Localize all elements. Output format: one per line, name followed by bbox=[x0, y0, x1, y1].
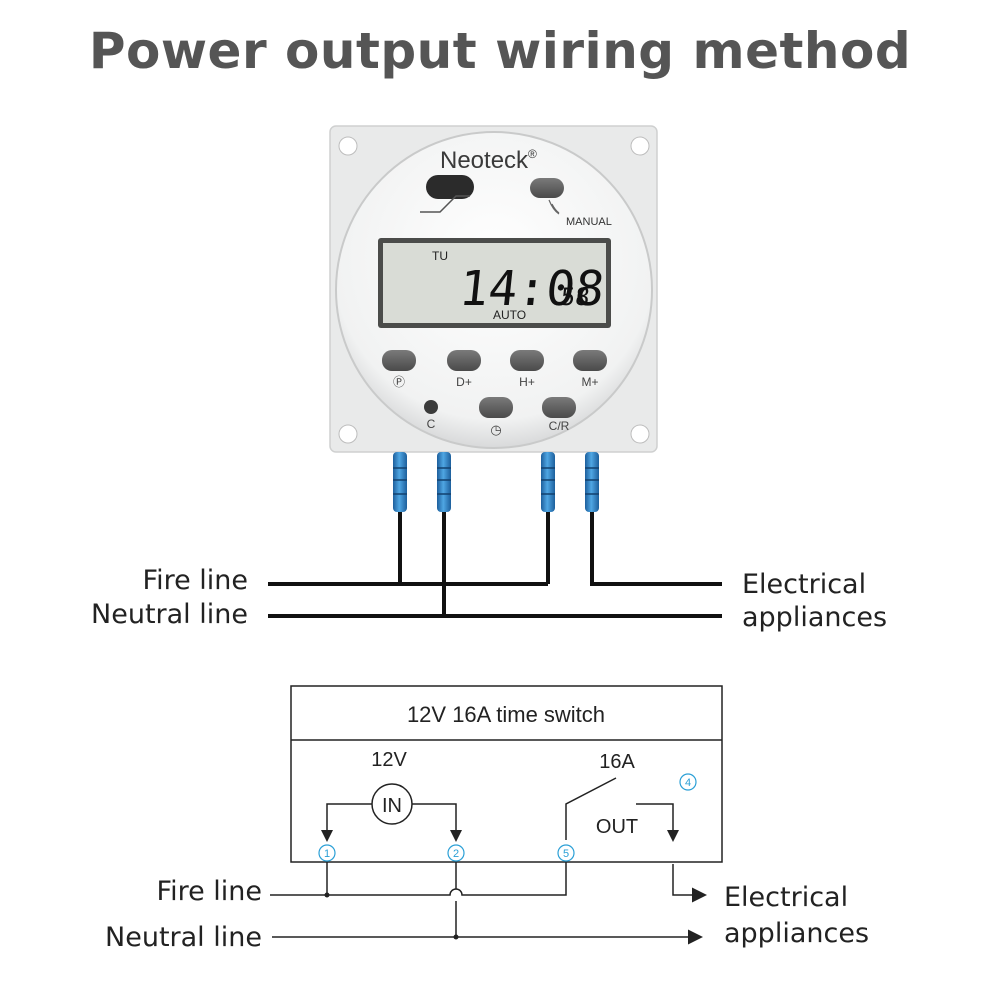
terminal-1-label: 1 bbox=[324, 848, 330, 860]
minute-plus-button[interactable] bbox=[573, 350, 607, 371]
appliance-wire-schematic bbox=[672, 864, 707, 903]
hand-press-icon bbox=[548, 199, 560, 215]
fire-line-label-bottom: Fire line bbox=[157, 876, 263, 907]
manual-label: MANUAL bbox=[566, 216, 612, 228]
terminal-2-icon bbox=[447, 844, 465, 862]
terminal-2-label: 2 bbox=[453, 848, 459, 860]
cr-label: C/R bbox=[549, 419, 570, 433]
reset-button[interactable] bbox=[424, 400, 438, 414]
arrow-down-icon bbox=[667, 830, 679, 842]
cancel-recall-button[interactable] bbox=[542, 397, 576, 418]
neutral-line-label-bottom: Neutral line bbox=[105, 922, 262, 953]
day-plus-label: D+ bbox=[456, 375, 472, 389]
appliance-label-bottom-line1: Electrical bbox=[724, 882, 848, 913]
page-title: Power output wiring method bbox=[88, 22, 912, 80]
terminal-5-icon bbox=[557, 844, 575, 862]
output-label: OUT bbox=[596, 816, 638, 838]
current-label: 16A bbox=[599, 751, 635, 773]
terminal-4-icon bbox=[679, 773, 697, 791]
appliance-wire bbox=[590, 510, 722, 586]
hour-plus-button[interactable] bbox=[510, 350, 544, 371]
appliance-label-top-line1: Electrical bbox=[742, 569, 866, 600]
arrow-down-icon bbox=[321, 830, 333, 842]
appliance-label-bottom-line2: appliances bbox=[724, 918, 869, 949]
clock-button[interactable] bbox=[479, 397, 513, 418]
terminal-1-icon bbox=[318, 844, 336, 862]
manual-switch-button[interactable] bbox=[426, 175, 474, 199]
neutral-line-label-top: Neutral line bbox=[91, 599, 248, 630]
wire-harness bbox=[268, 452, 722, 618]
manual-button[interactable] bbox=[530, 178, 564, 198]
schematic-box bbox=[290, 685, 723, 863]
relay-switch-icon bbox=[565, 777, 617, 840]
lcd-mode: AUTO bbox=[493, 308, 526, 322]
lcd-time: 14:08 bbox=[457, 261, 607, 317]
clock-icon: ◷ bbox=[490, 422, 501, 437]
day-plus-button[interactable] bbox=[447, 350, 481, 371]
fire-wire-schematic bbox=[270, 862, 567, 896]
switch-symbol-icon bbox=[420, 195, 470, 213]
reset-label: C bbox=[427, 417, 436, 431]
schematic: 12V 16A time switch 12V IN 16A OUT 1 2 5… bbox=[105, 685, 869, 953]
lcd-display: TU 14:08 58 AUTO bbox=[378, 238, 611, 328]
arrow-down-icon bbox=[450, 830, 462, 842]
lcd-seconds: 58 bbox=[559, 283, 591, 311]
lcd-day: TU bbox=[432, 249, 448, 263]
mounting-hole-icon bbox=[338, 136, 650, 444]
hour-plus-label: H+ bbox=[519, 375, 535, 389]
program-button[interactable] bbox=[382, 350, 416, 371]
input-label: IN bbox=[382, 795, 402, 817]
voltage-label: 12V bbox=[371, 749, 407, 771]
minute-plus-label: M+ bbox=[581, 375, 598, 389]
appliance-label-top-line2: appliances bbox=[742, 602, 887, 633]
schematic-title: 12V 16A time switch bbox=[407, 702, 605, 727]
timer-device: Neoteck® MANUAL TU 14:08 58 AUTO Ⓟ D+ H+… bbox=[329, 125, 658, 453]
fire-line-label-top: Fire line bbox=[143, 565, 249, 596]
terminal-5-label: 5 bbox=[563, 848, 569, 860]
terminal-4-label: 4 bbox=[685, 777, 691, 789]
program-label: Ⓟ bbox=[393, 375, 405, 389]
blue-connector-icon bbox=[393, 452, 599, 512]
brand-logo: Neoteck® bbox=[440, 147, 537, 174]
